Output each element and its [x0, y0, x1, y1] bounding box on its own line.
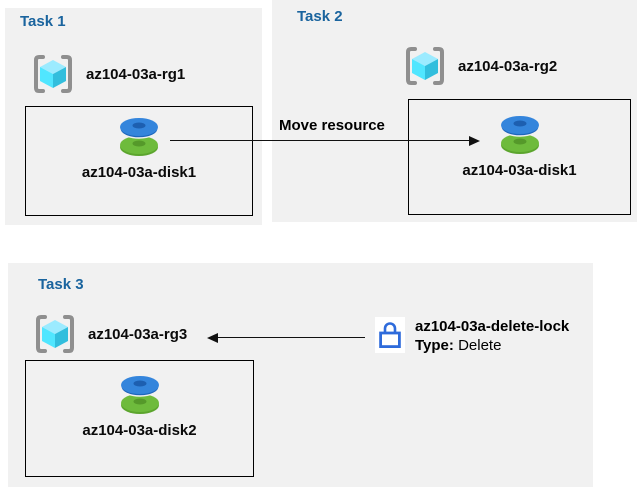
resource-group-icon [31, 53, 75, 95]
task2-resource-box: az104-03a-disk1 [408, 99, 631, 215]
task3-title: Task 3 [38, 276, 84, 293]
resource-group-icon [33, 313, 77, 355]
move-arrow-line [170, 139, 471, 142]
task1-rg-name: az104-03a-rg1 [86, 65, 186, 83]
disk-icon [116, 116, 162, 158]
task1-resource-group: az104-03a-rg1 [31, 53, 185, 95]
lock-type-value: Delete [458, 337, 502, 354]
disk-icon [117, 374, 163, 416]
lock-type: Type: Delete [415, 336, 569, 355]
lock-type-label: Type: [415, 337, 454, 354]
task2-rg-name: az104-03a-rg2 [458, 57, 558, 75]
task1-disk-name: az104-03a-disk1 [81, 164, 197, 181]
task3-panel: Task 3 az104-03a-rg3 [8, 263, 593, 487]
resource-group-icon [403, 45, 447, 87]
delete-lock-group: az104-03a-delete-lock Type: Delete [375, 317, 569, 355]
disk-icon [497, 114, 543, 156]
move-resource-label: Move resource [279, 117, 385, 134]
lock-badge [375, 317, 405, 353]
lock-icon [377, 320, 403, 350]
task3-resource-box: az104-03a-disk2 [25, 360, 254, 477]
task2-title: Task 2 [297, 8, 343, 25]
task1-resource-box: az104-03a-disk1 [25, 106, 253, 216]
task2-panel: Task 2 az104-03a-rg2 [272, 0, 637, 222]
move-arrow-head-icon [469, 135, 480, 146]
task2-disk-name: az104-03a-disk1 [462, 162, 577, 179]
lock-arrow-line [217, 336, 365, 339]
lock-arrow-head-icon [207, 332, 218, 343]
task3-resource-group: az104-03a-rg3 [33, 313, 187, 355]
task3-disk-name: az104-03a-disk2 [82, 422, 197, 439]
lock-name: az104-03a-delete-lock [415, 318, 570, 335]
task1-title: Task 1 [20, 13, 66, 30]
task2-resource-group: az104-03a-rg2 [403, 45, 557, 87]
task1-panel: Task 1 az104-03a-rg1 [5, 8, 262, 225]
lock-text: az104-03a-delete-lock Type: Delete [415, 317, 569, 355]
task3-rg-name: az104-03a-rg3 [88, 325, 188, 343]
